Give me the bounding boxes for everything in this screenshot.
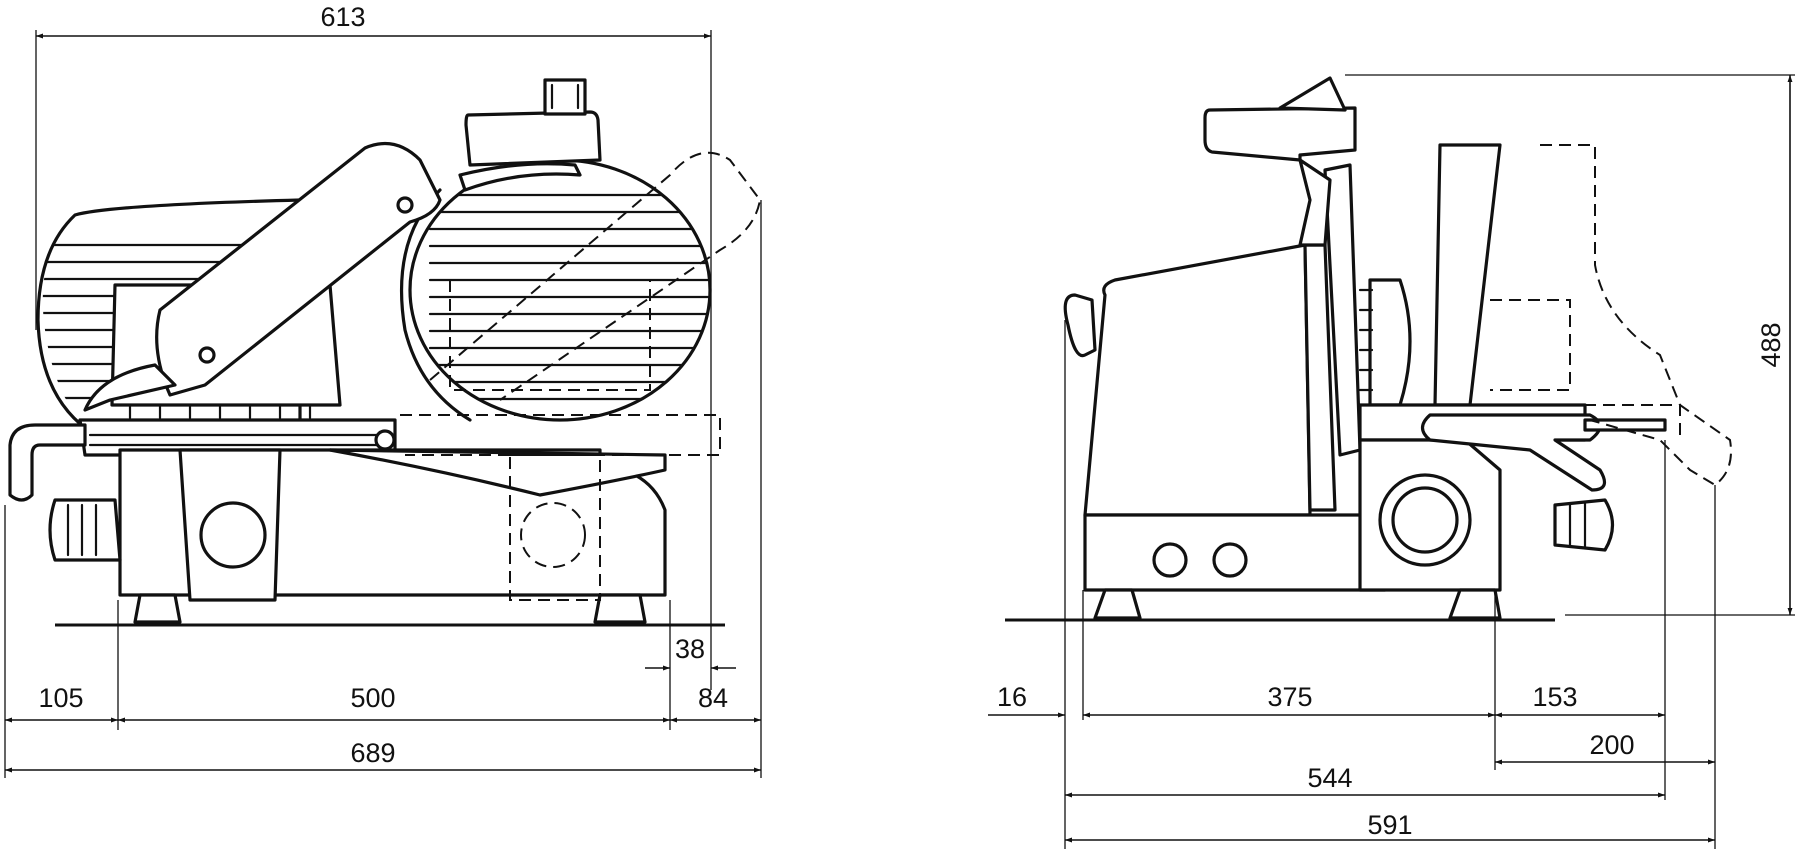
dim-label-200: 200 — [1589, 730, 1634, 760]
dim-label-613: 613 — [320, 2, 365, 32]
guard-top-plate — [458, 162, 582, 192]
arm-pivot-bottom — [198, 346, 216, 364]
dim-label-153: 153 — [1532, 682, 1577, 712]
arm-extended-outline — [429, 151, 762, 401]
panel-extended-outline — [449, 279, 651, 391]
dim-label-375: 375 — [1267, 682, 1312, 712]
left-handle — [8, 423, 87, 502]
sharpener-box — [464, 110, 602, 167]
foot-right — [593, 593, 647, 624]
dim-label-105: 105 — [38, 683, 83, 713]
dim-label-488: 488 — [1756, 322, 1786, 367]
side-front-knob — [1553, 498, 1615, 552]
dim-label-591: 591 — [1367, 810, 1412, 840]
rail-knob — [374, 429, 396, 451]
side-switch-1 — [1152, 542, 1188, 578]
dim-label-84: 84 — [698, 683, 728, 713]
side-foot-left — [1093, 588, 1142, 620]
side-sharpener — [1203, 106, 1357, 162]
side-extended-outline — [1540, 144, 1732, 487]
arm-pivot-top — [396, 196, 414, 214]
side-sharpener-top — [1278, 76, 1347, 112]
knob-extended-outline — [520, 502, 586, 568]
side-gripper-teeth — [1358, 288, 1374, 392]
side-view-machine — [1005, 76, 1732, 622]
side-view-dimensions: 488 16 375 153 200 544 591 — [988, 74, 1795, 849]
rail-extended-outline — [400, 414, 721, 456]
blade-guard-rim — [399, 188, 472, 422]
dim-label-500: 500 — [350, 683, 395, 713]
front-view-dimensions: 613 38 105 500 84 689 — [4, 2, 762, 778]
dim-label-38: 38 — [675, 634, 705, 664]
front-view-machine — [8, 78, 762, 627]
blade-cover — [328, 448, 667, 497]
side-switch-2 — [1212, 542, 1248, 578]
dim-label-689: 689 — [350, 738, 395, 768]
side-holder-plate — [1433, 143, 1502, 407]
dim-label-544: 544 — [1307, 763, 1352, 793]
pusher-arm — [155, 141, 442, 397]
side-extended-carriage — [1470, 404, 1681, 440]
thickness-knob — [48, 498, 122, 562]
side-neck — [1298, 158, 1332, 247]
side-gripper — [1368, 278, 1412, 407]
side-carriage-wheel-inner — [1391, 486, 1459, 554]
side-foot-right — [1448, 588, 1502, 620]
side-main-body — [1083, 243, 1312, 517]
foot-left — [133, 593, 182, 624]
arm-handle — [83, 363, 177, 412]
base-knob — [199, 501, 267, 569]
side-carriage-rod — [1583, 418, 1667, 432]
dim-label-16: 16 — [997, 682, 1027, 712]
carriage-teeth — [128, 403, 312, 420]
pillar-extended-outline — [509, 454, 601, 601]
side-rear-knob — [1063, 293, 1097, 358]
side-extended-holder — [1490, 299, 1571, 391]
